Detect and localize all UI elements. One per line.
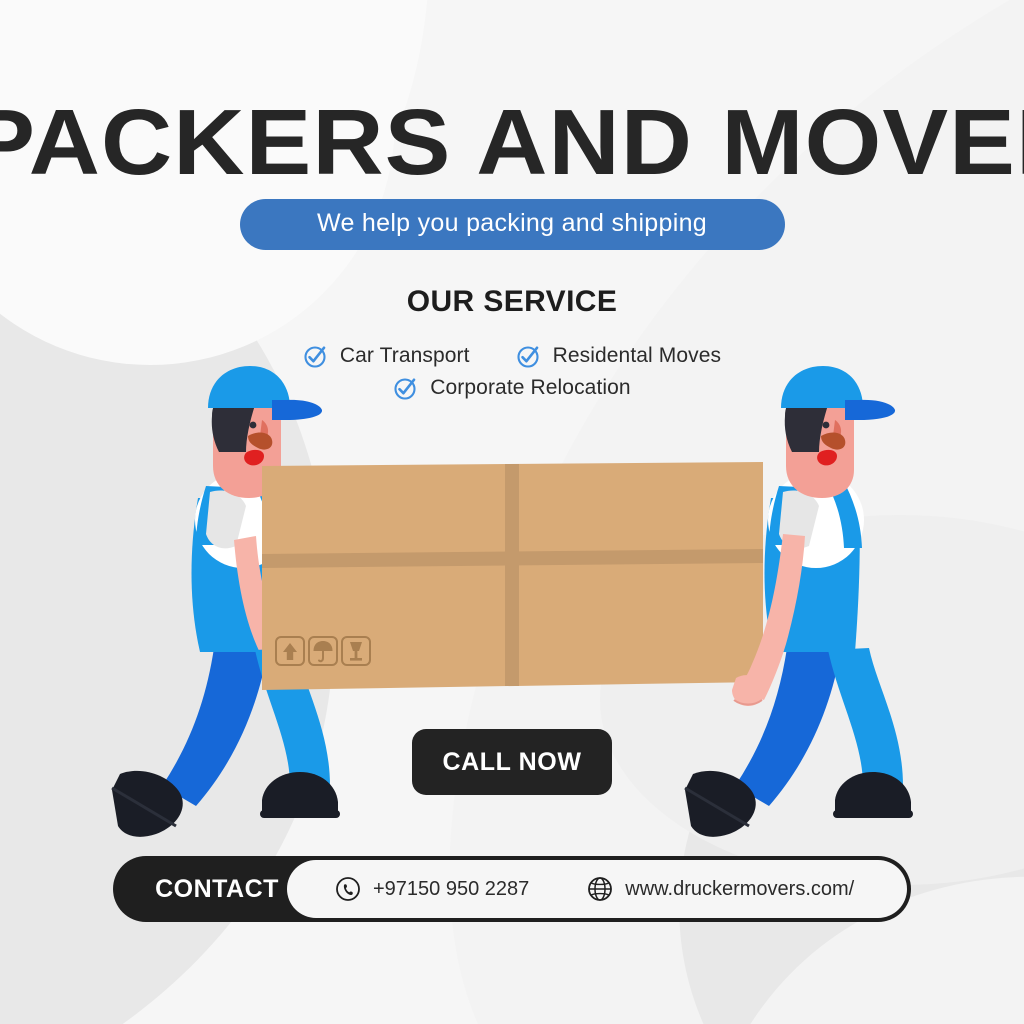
cardboard-box: [262, 462, 763, 690]
mover-right-front-shoe: [835, 772, 911, 812]
contact-website-value: www.druckermovers.com/: [625, 877, 855, 900]
shoe-sole-line: [684, 786, 750, 828]
service-item-corporate-relocation: Corporate Relocation: [393, 375, 631, 401]
call-now-button[interactable]: CALL NOW: [412, 729, 612, 795]
check-circle-icon: [304, 346, 326, 368]
keep-dry-umbrella-icon: [308, 636, 338, 666]
mover-left-back-leg: [162, 648, 268, 806]
services-row-1: Car Transport Residental Moves: [0, 343, 1024, 369]
contact-bar: CONTACT +97150 950 2287 www.druckermover…: [113, 856, 911, 922]
mover-right: [684, 366, 913, 837]
mover-left-front-shoe: [262, 772, 338, 812]
shoe-sole: [833, 810, 913, 818]
services-heading: OUR SERVICE: [406, 285, 618, 318]
shoe-sole-line: [111, 786, 177, 828]
contact-phone[interactable]: +97150 950 2287: [335, 876, 529, 902]
mover-right-arm: [738, 534, 805, 700]
service-item-residental-moves: Residental Moves: [516, 343, 722, 369]
mover-left-cap-brim: [272, 399, 323, 420]
contact-website[interactable]: www.druckermovers.com/: [587, 876, 854, 902]
mover-left-cap-crown: [208, 366, 290, 408]
mover-right-back-leg: [735, 648, 841, 806]
service-item-car-transport: Car Transport: [303, 343, 470, 369]
services-list: Car Transport Residental Moves Corporate…: [0, 343, 1024, 407]
mover-right-strap-front: [827, 480, 862, 548]
mover-right-mustache: [821, 432, 846, 450]
mover-right-cap-crown: [781, 366, 863, 408]
service-label: Residental Moves: [552, 344, 722, 367]
globe-icon: [588, 877, 613, 901]
check-circle-icon: [517, 346, 539, 368]
shoe-sole: [260, 810, 340, 818]
contact-fields: +97150 950 2287 www.druckermovers.com/: [287, 860, 907, 918]
mover-right-eye: [822, 421, 830, 429]
mover-right-cap-brim: [845, 399, 896, 420]
contact-phone-value: +97150 950 2287: [373, 877, 530, 900]
mover-left-mouth: [244, 449, 264, 466]
page-title: PACKERS AND MOVERS: [0, 90, 1024, 194]
mover-left-sleeve: [206, 490, 246, 549]
contact-label: CONTACT: [155, 874, 279, 903]
phone-icon: [336, 877, 360, 901]
mover-left-eye: [249, 421, 257, 429]
tagline-container: We help you packing and shipping: [0, 199, 1024, 250]
service-label: Car Transport: [339, 344, 470, 367]
hand-crease: [733, 699, 763, 706]
mover-right-hand: [732, 675, 766, 706]
mover-right-front-leg: [828, 648, 903, 786]
mover-right-sleeve: [779, 490, 819, 549]
fragile-glass-icon: [341, 636, 371, 666]
box-symbols: [275, 636, 371, 666]
this-way-up-icon: [275, 636, 305, 666]
tagline-banner: We help you packing and shipping: [239, 199, 785, 250]
box-vertical-seam: [505, 464, 519, 686]
service-label: Corporate Relocation: [430, 376, 631, 399]
services-row-2: Corporate Relocation: [0, 375, 1024, 401]
mover-left-mustache: [248, 432, 273, 450]
check-circle-icon: [394, 378, 416, 400]
mover-right-mouth: [817, 449, 837, 466]
